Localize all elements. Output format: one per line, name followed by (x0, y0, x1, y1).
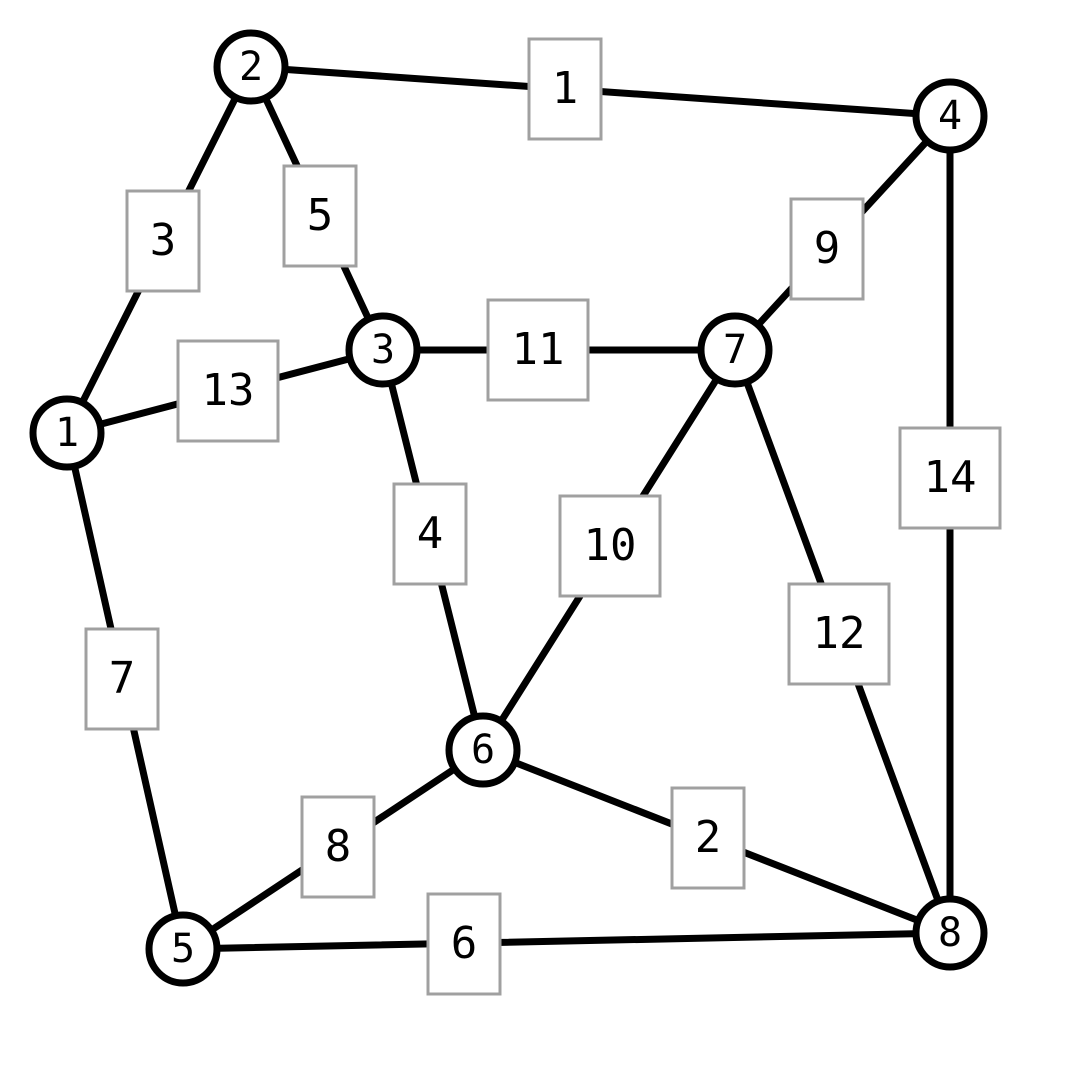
edge-weight-label: 7 (109, 653, 136, 704)
edge-weight-label: 5 (307, 190, 334, 241)
node-circle (912, 895, 988, 971)
edge-weight-label: 1 (552, 63, 579, 114)
edge-weight-label: 3 (150, 215, 177, 266)
node-label: 5 (171, 926, 195, 972)
edge-weight-box: 11 (486, 298, 590, 402)
weight-box-rect (789, 197, 865, 301)
edge-weight-label: 11 (512, 324, 565, 375)
weight-box-rect (670, 786, 746, 890)
edge-weight-box: 14 (898, 426, 1002, 530)
node-circle (145, 911, 221, 987)
edge-weight-label: 10 (584, 520, 637, 571)
node-8: 8 (912, 895, 988, 971)
node-3: 3 (345, 312, 421, 388)
edge-weight-label: 12 (813, 608, 866, 659)
node-circle (345, 312, 421, 388)
node-label: 4 (938, 93, 962, 139)
edge-weight-label: 4 (417, 508, 444, 559)
weight-box-rect (527, 37, 603, 141)
edge-weight-box: 8 (300, 795, 376, 899)
edge-weight-box: 7 (84, 627, 160, 731)
node-label: 2 (239, 44, 263, 90)
node-label: 7 (723, 327, 747, 373)
weight-box-rect (300, 795, 376, 899)
edge-weight-box: 3 (125, 189, 201, 293)
edge-weight-label: 9 (814, 223, 841, 274)
node-1: 1 (29, 395, 105, 471)
weight-box-rect (392, 482, 468, 586)
edge-weight-label: 13 (202, 365, 255, 416)
edge-weight-box: 9 (789, 197, 865, 301)
weight-box-rect (84, 627, 160, 731)
node-7: 7 (697, 312, 773, 388)
edge-weight-box: 10 (558, 494, 662, 598)
edge-weight-label: 8 (325, 821, 352, 872)
edge-weight-box: 2 (670, 786, 746, 890)
edge-weight-box: 1 (527, 37, 603, 141)
node-circle (29, 395, 105, 471)
node-5: 5 (145, 911, 221, 987)
node-circle (912, 78, 988, 154)
edge-5-8 (179, 929, 954, 953)
node-label: 3 (371, 327, 395, 373)
node-circle (445, 712, 521, 788)
edge-weight-box: 5 (282, 164, 358, 268)
edge-weight-box: 13 (176, 339, 280, 443)
edge-weight-box: 12 (787, 582, 891, 686)
weight-box-rect (486, 298, 590, 402)
edge-weight-box: 6 (426, 892, 502, 996)
weight-box-rect (125, 189, 201, 293)
edge-weight-label: 6 (451, 918, 478, 969)
node-6: 6 (445, 712, 521, 788)
node-2: 2 (213, 29, 289, 105)
node-label: 8 (938, 910, 962, 956)
weight-box-rect (176, 339, 280, 443)
weight-box-rect (282, 164, 358, 268)
weight-box-rect (787, 582, 891, 686)
node-circle (697, 312, 773, 388)
edge-weight-box: 4 (392, 482, 468, 586)
edge-weight-label: 2 (695, 812, 722, 863)
node-label: 1 (55, 410, 79, 456)
node-4: 4 (912, 78, 988, 154)
node-circle (213, 29, 289, 105)
weight-box-rect (426, 892, 502, 996)
weight-box-rect (898, 426, 1002, 530)
edge-weight-label: 14 (924, 452, 977, 503)
weight-box-rect (558, 494, 662, 598)
node-label: 6 (471, 727, 495, 773)
